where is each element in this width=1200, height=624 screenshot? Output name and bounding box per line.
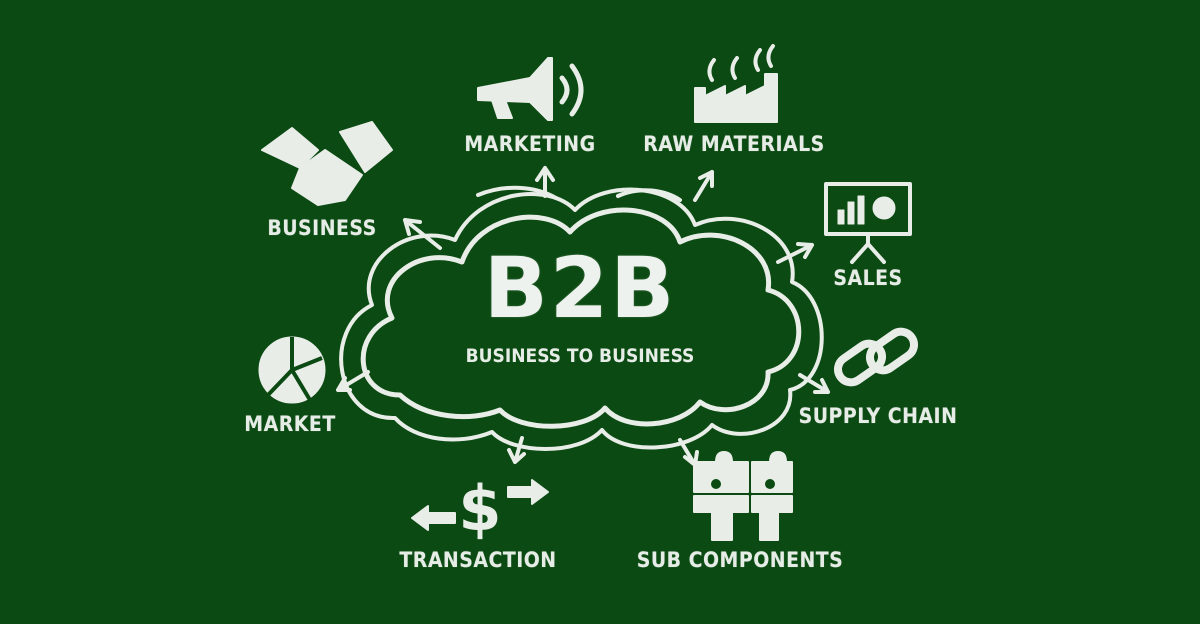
label-marketing: MARKETING — [464, 132, 596, 156]
dollar-sign-glyph: $ — [458, 472, 501, 545]
handshake-icon — [261, 121, 393, 206]
label-market: MARKET — [244, 412, 336, 436]
presentation-board-icon — [824, 182, 912, 264]
factory-icon — [694, 44, 778, 123]
chain-link-icon — [833, 327, 919, 387]
label-sub-components: SUB COMPONENTS — [636, 548, 844, 572]
dollar-exchange-icon: $ — [411, 472, 549, 545]
label-supply-chain: SUPPLY CHAIN — [798, 404, 958, 428]
label-sales: SALES — [833, 266, 903, 290]
megaphone-icon — [477, 57, 584, 121]
puzzle-pieces-icon — [693, 451, 793, 541]
label-raw-materials: RAW MATERIALS — [643, 132, 825, 156]
label-transaction: TRANSACTION — [399, 548, 557, 572]
connector-arrows — [336, 166, 830, 467]
label-business: BUSINESS — [267, 216, 377, 240]
b2b-title: B2B — [483, 239, 677, 337]
b2b-subtitle: BUSINESS TO BUSINESS — [465, 345, 695, 367]
pie-chart-icon — [258, 336, 326, 404]
